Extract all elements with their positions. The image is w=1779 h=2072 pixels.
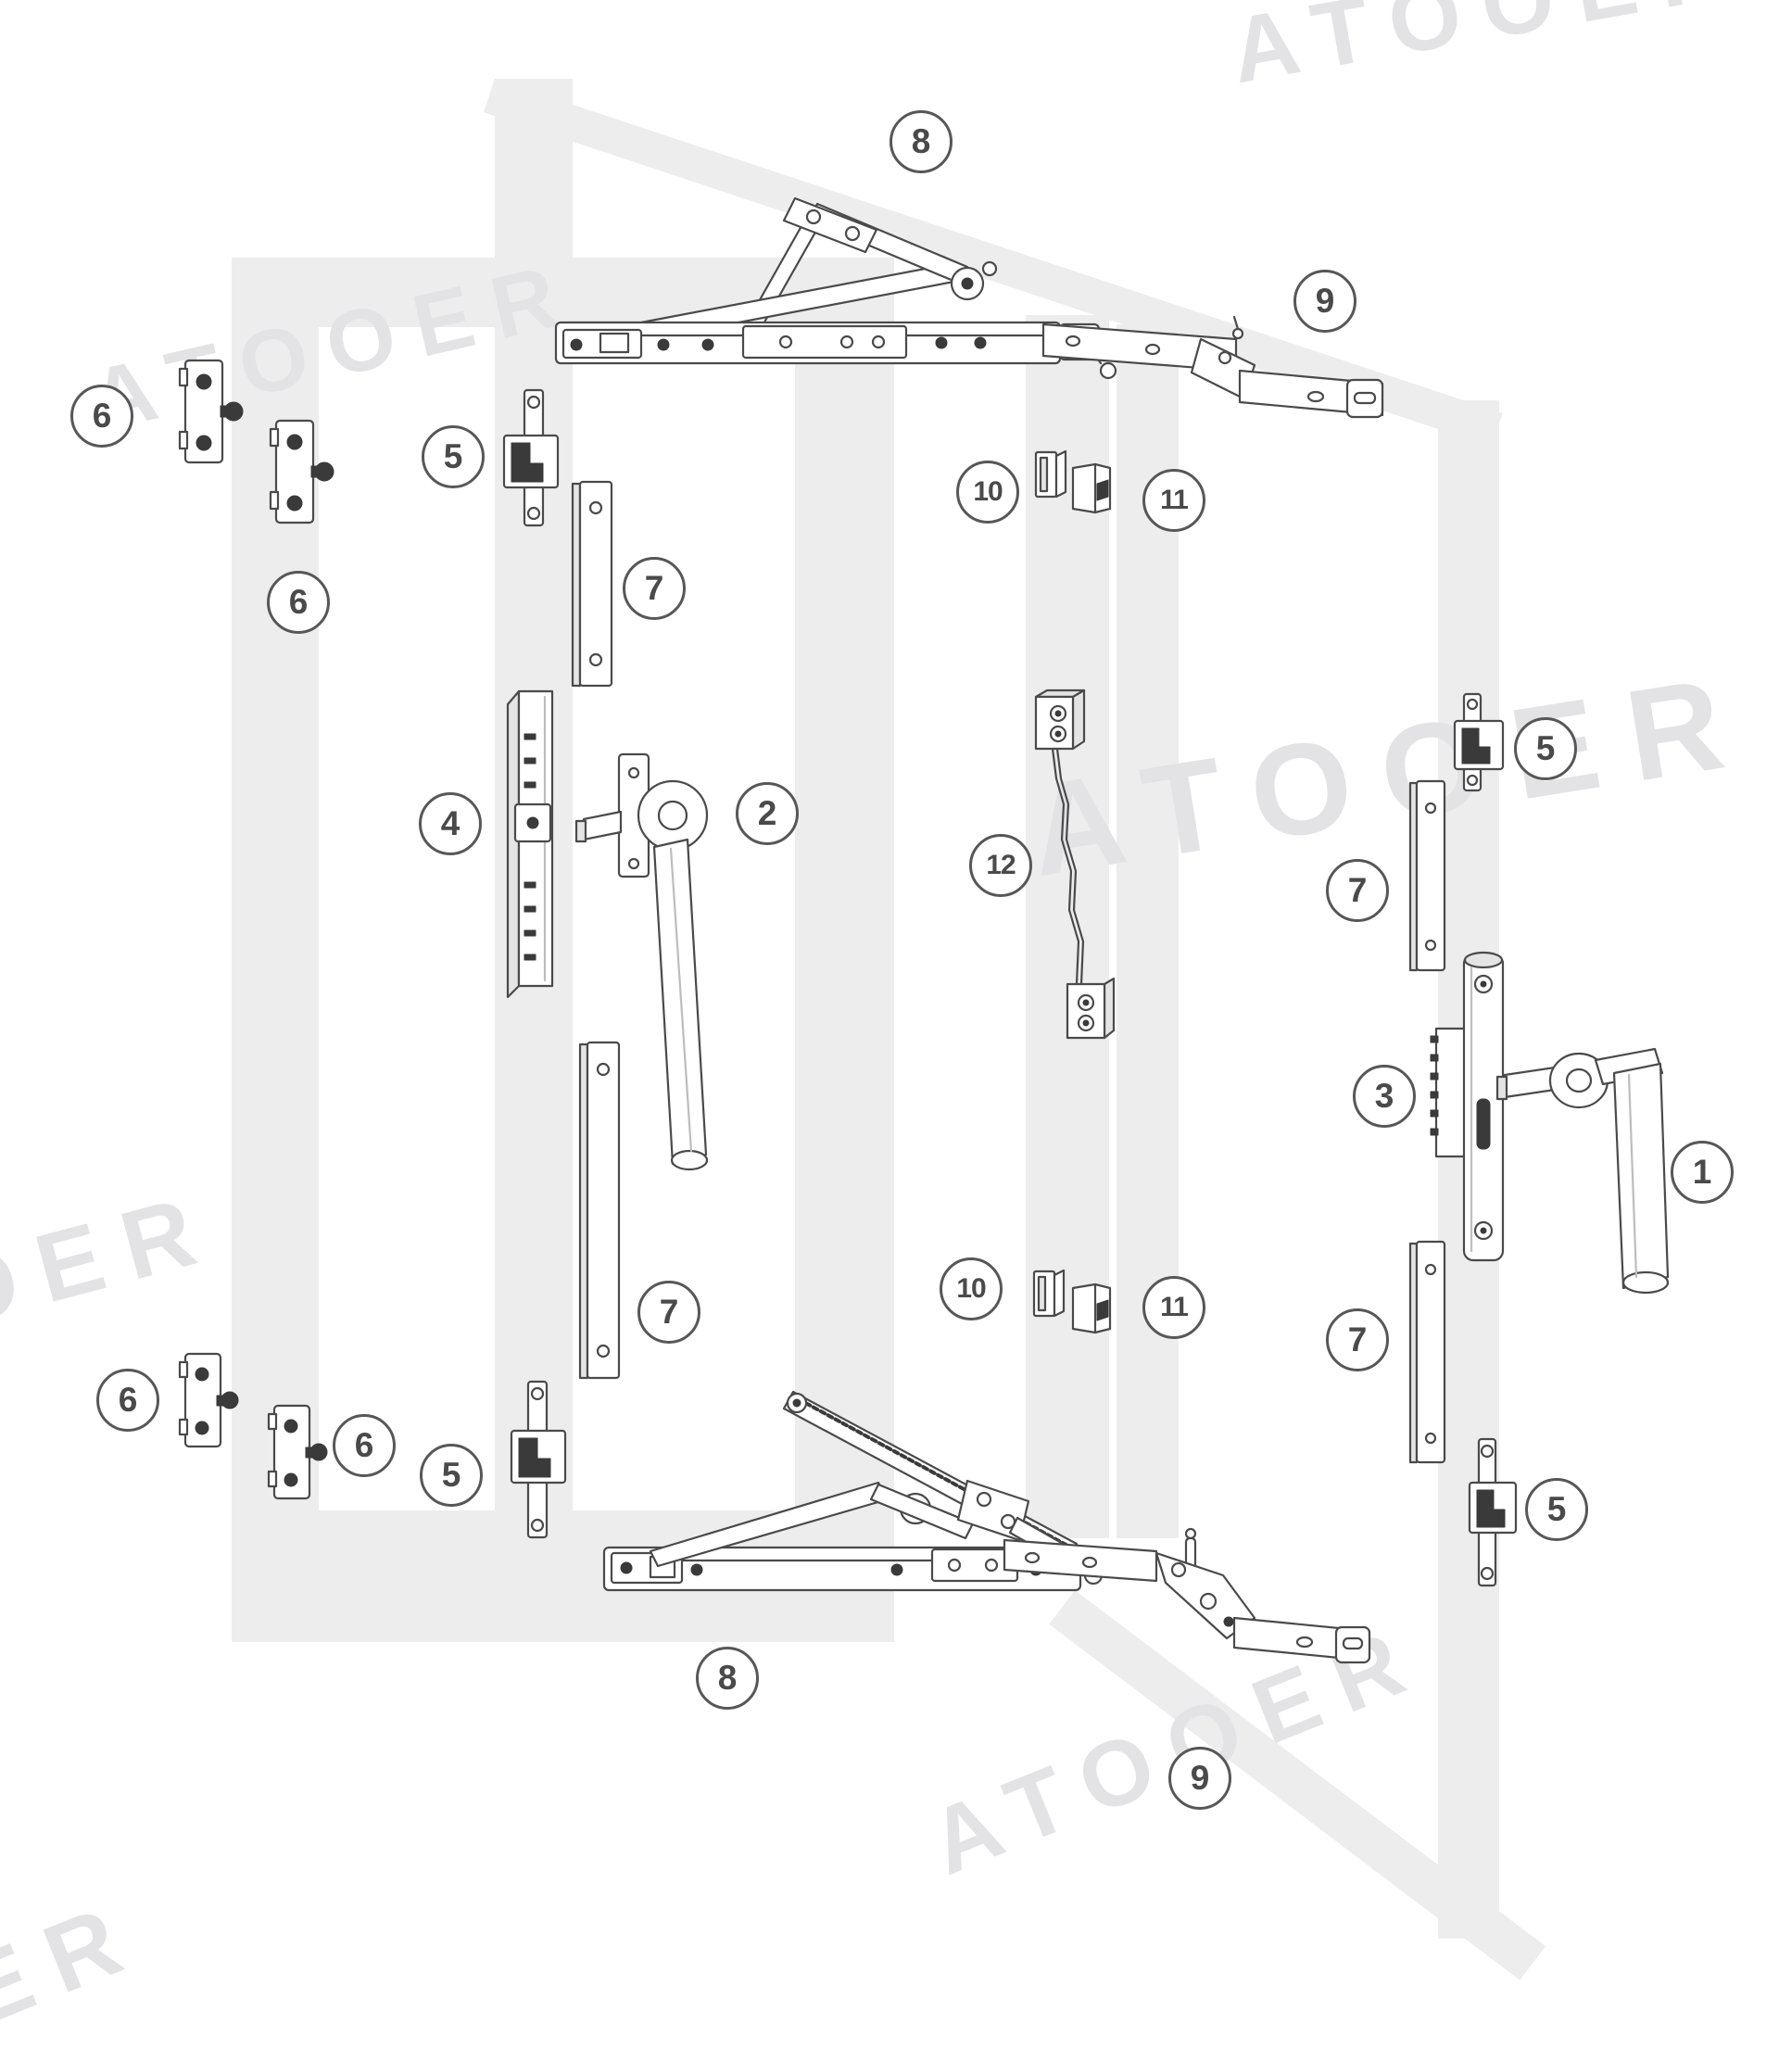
cam-keep-top-outer-icon	[178, 359, 244, 464]
friction-stay-bottom-icon	[602, 1390, 1104, 1592]
callout-handle-inner: 2	[736, 782, 799, 845]
striker-bottom-left-icon	[578, 1041, 621, 1380]
striker-top-left-icon	[571, 480, 613, 688]
roller-keep-bottom-right-icon	[1468, 1437, 1518, 1587]
striker-top-right-icon	[1408, 779, 1446, 972]
restrictor-cable-icon	[1034, 689, 1116, 1040]
lock-gearbox-icon	[1430, 951, 1505, 1262]
callout-keep5-bottom-left: 5	[420, 1444, 483, 1507]
callout-keep6-bottom-inner: 6	[333, 1414, 396, 1477]
callout-friction-stay-top: 8	[890, 110, 953, 173]
cam-keep-bottom-inner-icon	[267, 1404, 328, 1500]
wedge-top-icon	[1071, 462, 1112, 514]
cam-keep-bottom-outer-icon	[178, 1352, 239, 1448]
roller-keep-top-right-icon	[1453, 692, 1505, 792]
callout-corner-drive-bottom: 9	[1168, 1747, 1231, 1810]
callout-keep6-bottom-outer: 6	[96, 1369, 159, 1432]
corner-drive-bottom-icon	[1003, 1527, 1371, 1664]
callout-clip-top: 10	[956, 461, 1019, 524]
callout-clip-bottom: 10	[940, 1257, 1003, 1320]
friction-stay-top-icon	[554, 196, 1117, 380]
callout-striker-top-right: 7	[1326, 859, 1389, 922]
cam-keep-top-inner-icon	[269, 419, 334, 524]
callout-corner-drive-top: 9	[1293, 270, 1356, 333]
folding-handle-icon	[574, 752, 709, 1171]
callout-espagnolette: 4	[419, 792, 482, 855]
corner-drive-top-icon	[1041, 315, 1384, 419]
roller-keep-top-left-icon	[502, 388, 560, 527]
callout-striker-bottom-right: 7	[1326, 1308, 1389, 1371]
callout-wedge-top: 11	[1142, 469, 1205, 532]
clip-bottom-icon	[1032, 1269, 1066, 1318]
callout-keep5-top-right: 5	[1514, 717, 1577, 780]
callout-striker-bottom-left: 7	[637, 1281, 700, 1344]
callout-lock-gearbox: 3	[1353, 1065, 1416, 1128]
callout-striker-top-left: 7	[623, 557, 686, 620]
striker-bottom-right-icon	[1408, 1240, 1446, 1464]
wedge-bottom-icon	[1071, 1282, 1112, 1334]
callout-restrictor-cable: 12	[969, 834, 1032, 897]
callout-keep6-top-outer: 6	[70, 385, 133, 448]
window-handle-icon	[1495, 1047, 1670, 1295]
callout-keep5-top-left: 5	[422, 425, 485, 488]
callout-handle-outer: 1	[1671, 1141, 1734, 1204]
callout-friction-stay-bottom: 8	[696, 1647, 759, 1710]
callout-keep6-top-inner: 6	[267, 571, 330, 634]
callout-keep5-bottom-right: 5	[1525, 1478, 1588, 1541]
callout-wedge-bottom: 11	[1142, 1276, 1205, 1339]
roller-keep-bottom-left-icon	[510, 1380, 567, 1539]
sash-mid-bar-a	[1026, 315, 1109, 1538]
clip-top-icon	[1034, 449, 1067, 499]
espagnolette-icon	[506, 689, 554, 999]
